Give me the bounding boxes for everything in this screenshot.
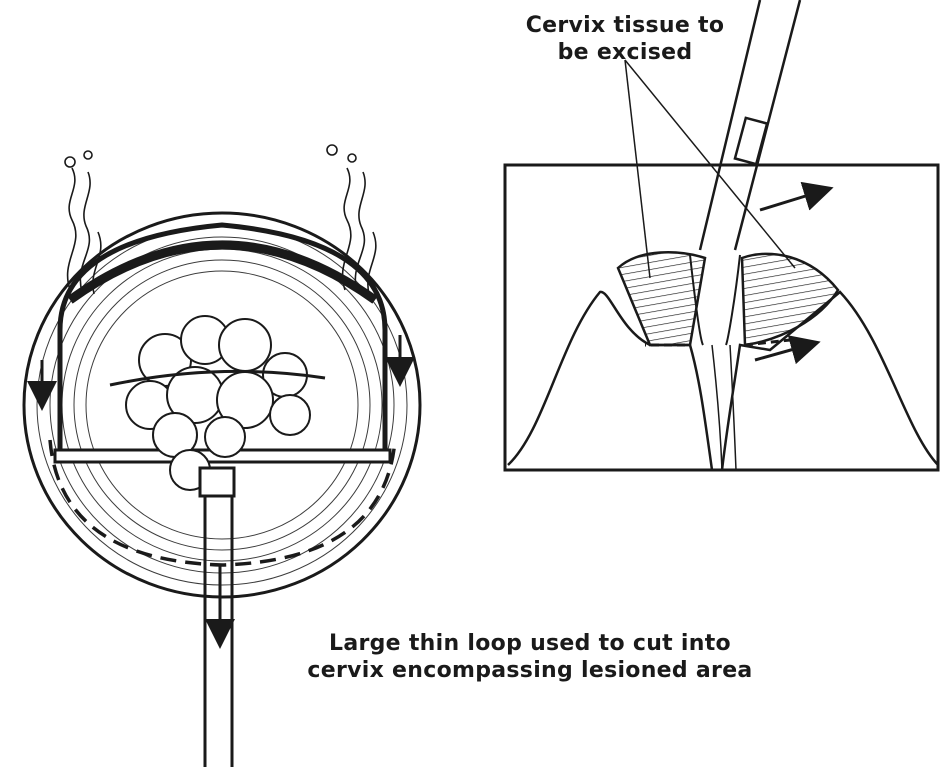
excised-tissue-label-line1: Cervix tissue to — [470, 12, 780, 39]
loop-label: Large thin loop used to cut into cervix … — [240, 630, 820, 684]
loop-label-line1: Large thin loop used to cut into — [240, 630, 820, 657]
excised-tissue-label-line2: be excised — [470, 39, 780, 66]
excised-tissue-label: Cervix tissue to be excised — [470, 12, 780, 66]
inset-frame — [505, 165, 938, 470]
loop-label-line2: cervix encompassing lesioned area — [240, 657, 820, 684]
cross-section-inset — [505, 0, 938, 470]
loop-handle-collar — [200, 468, 234, 496]
